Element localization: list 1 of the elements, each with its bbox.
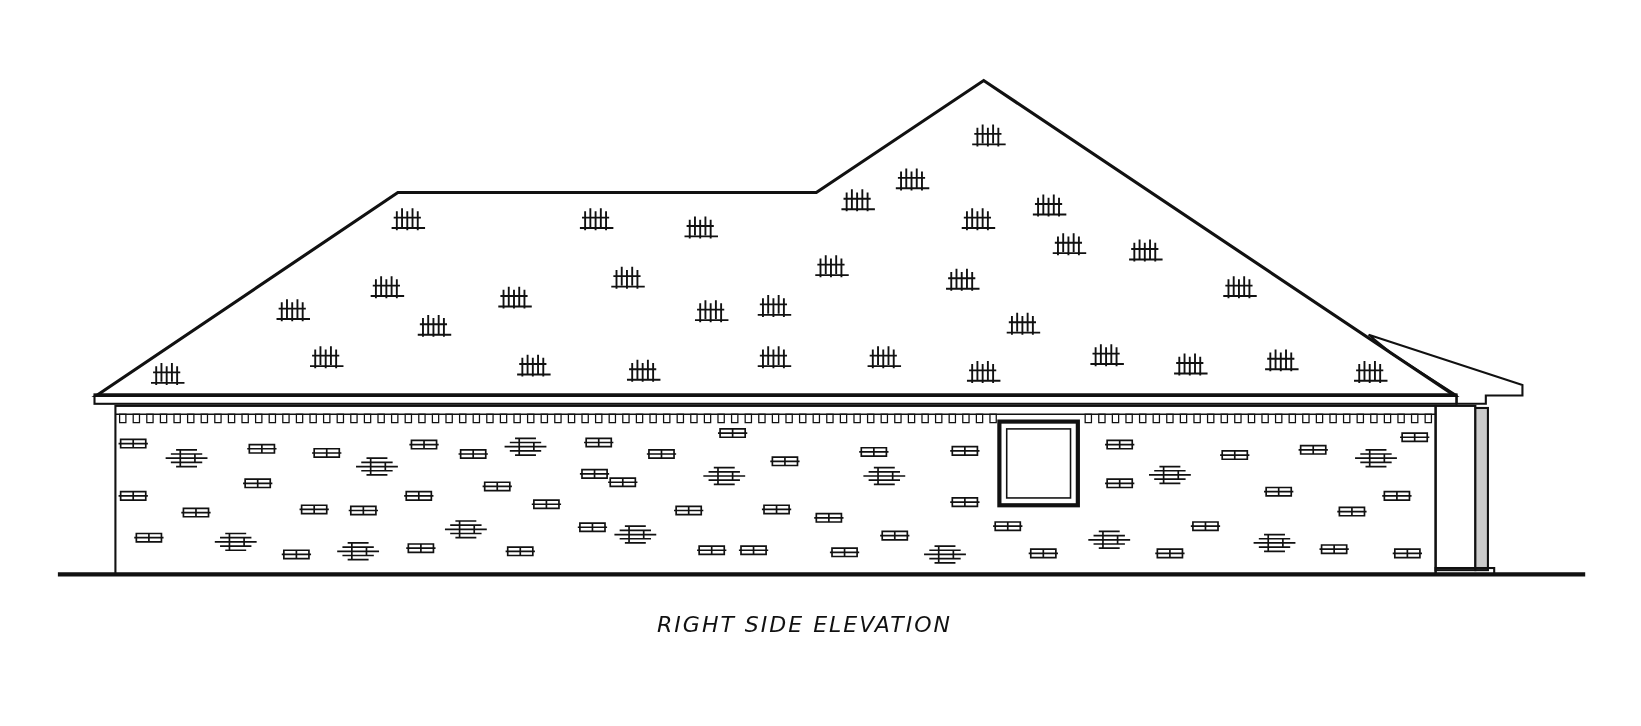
drawing-caption: RIGHT SIDE ELEVATION: [657, 612, 952, 637]
